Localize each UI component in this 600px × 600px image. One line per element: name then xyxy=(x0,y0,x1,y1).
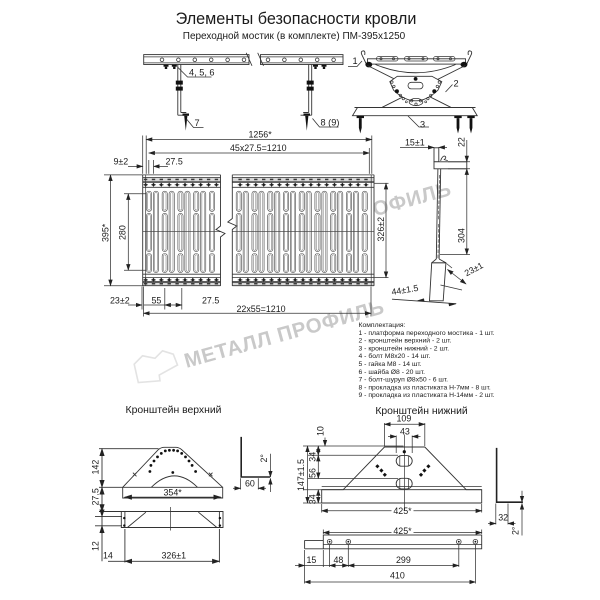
svg-text:3 - кронштейн нижний - 2 шт.: 3 - кронштейн нижний - 2 шт. xyxy=(359,344,450,352)
svg-text:5 - гайка М8 - 14 шт.: 5 - гайка М8 - 14 шт. xyxy=(359,360,422,368)
svg-text:410: 410 xyxy=(390,571,405,581)
svg-text:354*: 354* xyxy=(164,487,183,497)
svg-text:43: 43 xyxy=(400,427,410,437)
svg-text:45х27.5=1210: 45х27.5=1210 xyxy=(230,143,287,153)
svg-text:326±1: 326±1 xyxy=(162,551,187,561)
svg-text:22: 22 xyxy=(457,137,467,147)
svg-text:1 - платформа переходного мост: 1 - платформа переходного мостика - 1 шт… xyxy=(359,330,495,337)
svg-text:8 - прокладка из пластиката Н-: 8 - прокладка из пластиката Н-7мм - 8 шт… xyxy=(359,384,491,391)
svg-text:2°: 2° xyxy=(259,454,269,463)
svg-text:Комплектация:: Комплектация: xyxy=(359,322,406,329)
svg-text:27.5: 27.5 xyxy=(166,157,183,167)
svg-text:7: 7 xyxy=(195,118,200,128)
svg-text:48: 48 xyxy=(334,555,344,565)
svg-text:326±2: 326±2 xyxy=(376,217,386,242)
svg-text:56: 56 xyxy=(308,468,318,478)
svg-text:425*: 425* xyxy=(393,506,412,516)
svg-text:9±2: 9±2 xyxy=(114,157,129,167)
svg-text:6 - шайба Ø8 - 20 шт.: 6 - шайба Ø8 - 20 шт. xyxy=(359,368,426,376)
svg-text:3: 3 xyxy=(420,120,425,130)
svg-text:Элементы безопасности кровли: Элементы безопасности кровли xyxy=(176,10,417,28)
svg-text:304: 304 xyxy=(457,228,467,243)
svg-text:2°: 2° xyxy=(511,526,521,535)
svg-text:22х55=1210: 22х55=1210 xyxy=(237,304,286,314)
svg-text:23±2: 23±2 xyxy=(110,296,130,306)
svg-text:14: 14 xyxy=(103,551,113,561)
svg-text:147±1.5: 147±1.5 xyxy=(296,459,306,491)
svg-text:10: 10 xyxy=(316,426,326,436)
svg-text:27.5: 27.5 xyxy=(202,296,219,306)
svg-text:142: 142 xyxy=(91,460,101,475)
svg-text:299: 299 xyxy=(396,555,411,565)
svg-text:2: 2 xyxy=(454,79,459,89)
svg-text:15±1: 15±1 xyxy=(405,138,425,148)
svg-text:27.5: 27.5 xyxy=(91,488,101,505)
svg-text:34: 34 xyxy=(308,494,318,504)
svg-text:8 (9): 8 (9) xyxy=(321,118,340,128)
svg-text:15: 15 xyxy=(307,555,317,565)
svg-text:9 - прокладка из пластиката Н-: 9 - прокладка из пластиката Н-14мм - 2 ш… xyxy=(359,392,495,399)
svg-text:32: 32 xyxy=(498,513,508,523)
svg-text:2 - кронштейн верхний - 2 шт.: 2 - кронштейн верхний - 2 шт. xyxy=(359,337,452,345)
svg-text:1256*: 1256* xyxy=(249,130,273,140)
svg-text:4 - болт М8х20 - 14 шт.: 4 - болт М8х20 - 14 шт. xyxy=(359,352,431,360)
svg-text:4, 5, 6: 4, 5, 6 xyxy=(189,68,215,78)
svg-text:109: 109 xyxy=(397,414,412,424)
svg-text:1: 1 xyxy=(353,56,358,66)
svg-text:55: 55 xyxy=(152,296,162,306)
svg-text:Кронштейн верхний: Кронштейн верхний xyxy=(126,405,222,416)
svg-text:425*: 425* xyxy=(393,526,412,536)
svg-text:280: 280 xyxy=(118,225,128,240)
svg-text:Переходной мостик (в комплекте: Переходной мостик (в комплекте) ПМ-395х1… xyxy=(183,31,406,42)
svg-text:Кронштейн нижний: Кронштейн нижний xyxy=(375,406,468,417)
svg-text:395*: 395* xyxy=(101,223,111,242)
svg-text:44±1.5: 44±1.5 xyxy=(391,283,419,297)
svg-text:60: 60 xyxy=(245,479,255,489)
svg-text:12: 12 xyxy=(91,541,101,551)
svg-text:34: 34 xyxy=(308,452,318,462)
svg-text:7 - болт-шуруп Ø8х50 - 6 шт.: 7 - болт-шуруп Ø8х50 - 6 шт. xyxy=(359,376,449,384)
